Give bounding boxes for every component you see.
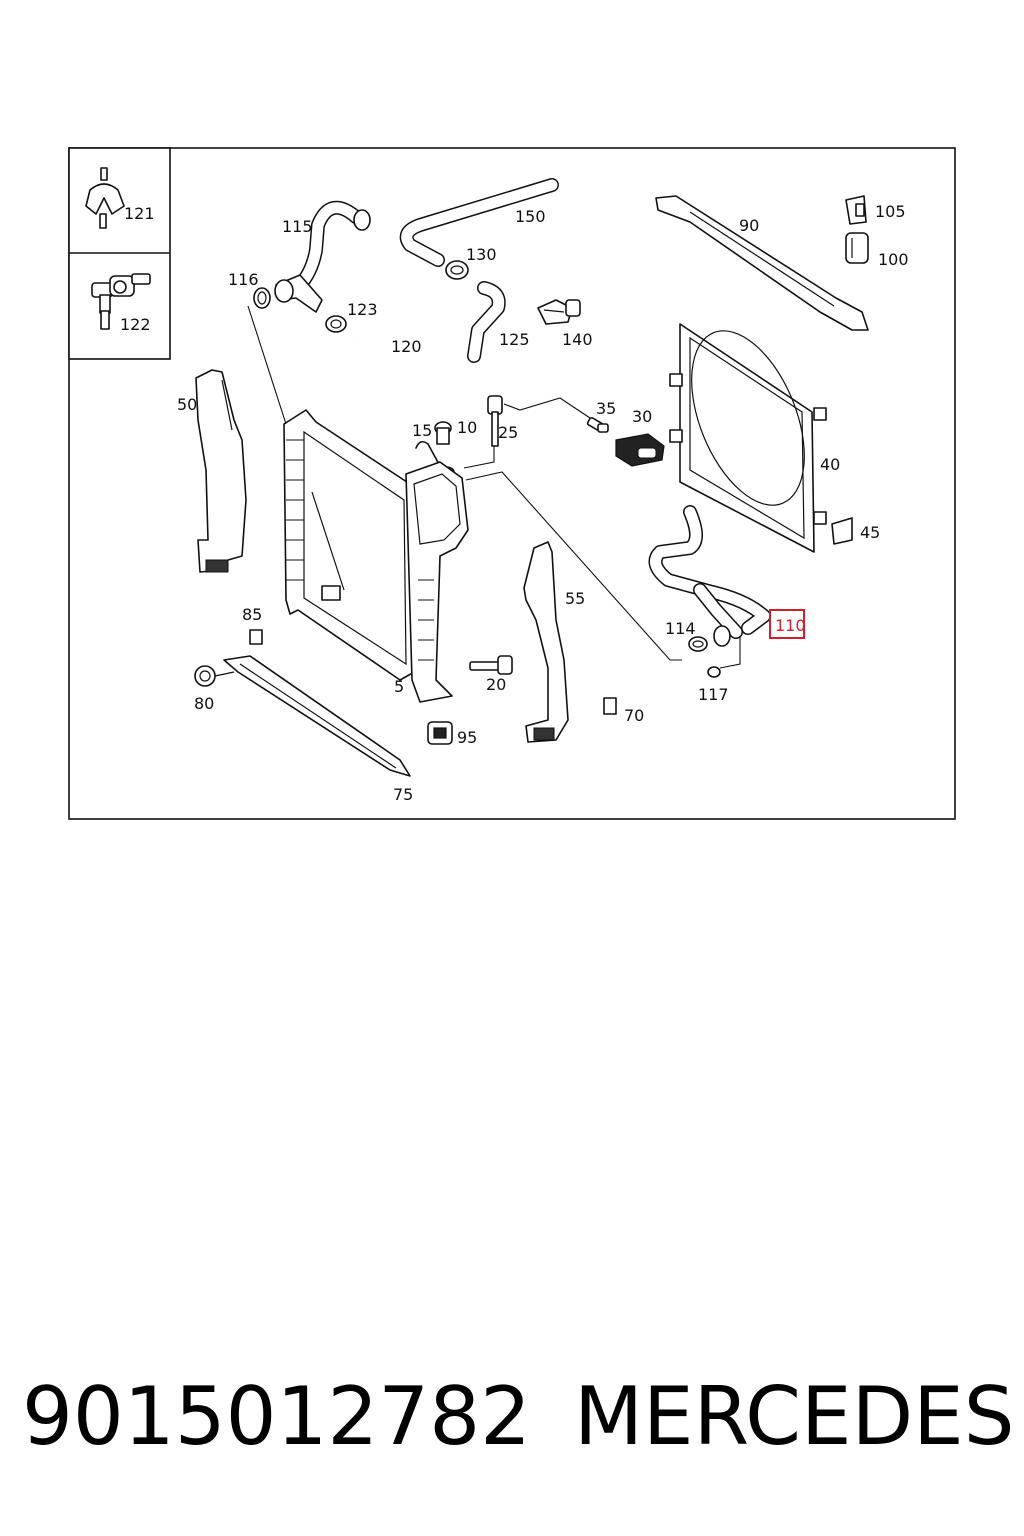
callout-15: 15 bbox=[412, 421, 432, 440]
part-140-valve bbox=[537, 299, 581, 325]
part-110-lower-hose bbox=[648, 505, 771, 639]
callout-55: 55 bbox=[565, 589, 585, 608]
part-150-hose bbox=[399, 178, 559, 267]
callout-95: 95 bbox=[457, 728, 477, 747]
part-95-mount bbox=[427, 721, 453, 745]
part-20-drain-plug bbox=[469, 655, 513, 675]
part-5-radiator bbox=[283, 409, 419, 681]
callout-90: 90 bbox=[739, 216, 759, 235]
inset-panel: 121 122 bbox=[68, 147, 171, 360]
part-105-clip bbox=[845, 195, 867, 225]
callout-130: 130 bbox=[466, 245, 497, 264]
callout-125: 125 bbox=[499, 330, 530, 349]
callout-20: 20 bbox=[486, 675, 506, 694]
part-number: 9015012782 bbox=[22, 1370, 531, 1463]
part-35-sensor bbox=[586, 416, 609, 433]
callout-140: 140 bbox=[562, 330, 593, 349]
callout-120: 120 bbox=[391, 337, 422, 356]
part-121-clip-icon bbox=[85, 167, 125, 229]
part-117-clamp bbox=[707, 666, 721, 678]
callout-25: 25 bbox=[498, 423, 518, 442]
part-50-air-guide bbox=[195, 369, 247, 573]
callout-50: 50 bbox=[177, 395, 197, 414]
part-90-bracket bbox=[655, 195, 869, 331]
callout-40: 40 bbox=[820, 455, 840, 474]
part-116-clamp bbox=[253, 287, 271, 309]
part-30-connector bbox=[615, 433, 665, 467]
part-80-screw bbox=[194, 665, 235, 687]
brand-name: MERCEDES bbox=[574, 1370, 1015, 1463]
part-100-pad bbox=[845, 232, 869, 264]
callout-30: 30 bbox=[632, 407, 652, 426]
part-130-clamp bbox=[445, 260, 469, 280]
part-5-expansion-tank bbox=[405, 461, 469, 703]
callout-110[interactable]: 110 bbox=[775, 616, 806, 635]
part-123-clamp bbox=[325, 315, 347, 333]
callout-117: 117 bbox=[698, 685, 729, 704]
callout-10: 10 bbox=[457, 418, 477, 437]
callout-5: 5 bbox=[394, 677, 404, 696]
callout-122: 122 bbox=[120, 315, 151, 334]
part-120-hose bbox=[358, 340, 479, 405]
callout-100: 100 bbox=[878, 250, 909, 269]
part-110-hose-end bbox=[713, 625, 731, 647]
callout-75: 75 bbox=[393, 785, 413, 804]
part-25-screw bbox=[487, 395, 503, 447]
part-122-tee-icon bbox=[91, 273, 151, 330]
part-115-upper-hose bbox=[274, 200, 371, 313]
callout-45: 45 bbox=[860, 523, 880, 542]
part-55-air-guide bbox=[523, 541, 569, 743]
callout-115: 115 bbox=[282, 217, 313, 236]
callout-123: 123 bbox=[347, 300, 378, 319]
callout-150: 150 bbox=[515, 207, 546, 226]
part-70-clip bbox=[603, 697, 617, 715]
part-10-plug bbox=[434, 421, 452, 445]
callout-70: 70 bbox=[624, 706, 644, 725]
callout-105: 105 bbox=[875, 202, 906, 221]
callout-121: 121 bbox=[124, 204, 155, 223]
part-40-fan-shroud bbox=[669, 323, 827, 553]
highlight-box bbox=[769, 609, 805, 639]
callout-114: 114 bbox=[665, 619, 696, 638]
part-45-clip bbox=[831, 517, 853, 545]
part-85-clip bbox=[249, 629, 263, 645]
callout-80: 80 bbox=[194, 694, 214, 713]
callout-85: 85 bbox=[242, 605, 262, 624]
callout-116: 116 bbox=[228, 270, 259, 289]
callouts: 115 150 116 130 123 120 125 140 90 105 1… bbox=[177, 202, 909, 804]
part-75-deflector bbox=[223, 655, 411, 777]
highlight-110[interactable]: 110 bbox=[769, 609, 806, 639]
part-125-hose bbox=[467, 281, 506, 363]
part-114-clamp bbox=[688, 636, 708, 652]
callout-35: 35 bbox=[596, 399, 616, 418]
leader-lines bbox=[247, 305, 741, 669]
